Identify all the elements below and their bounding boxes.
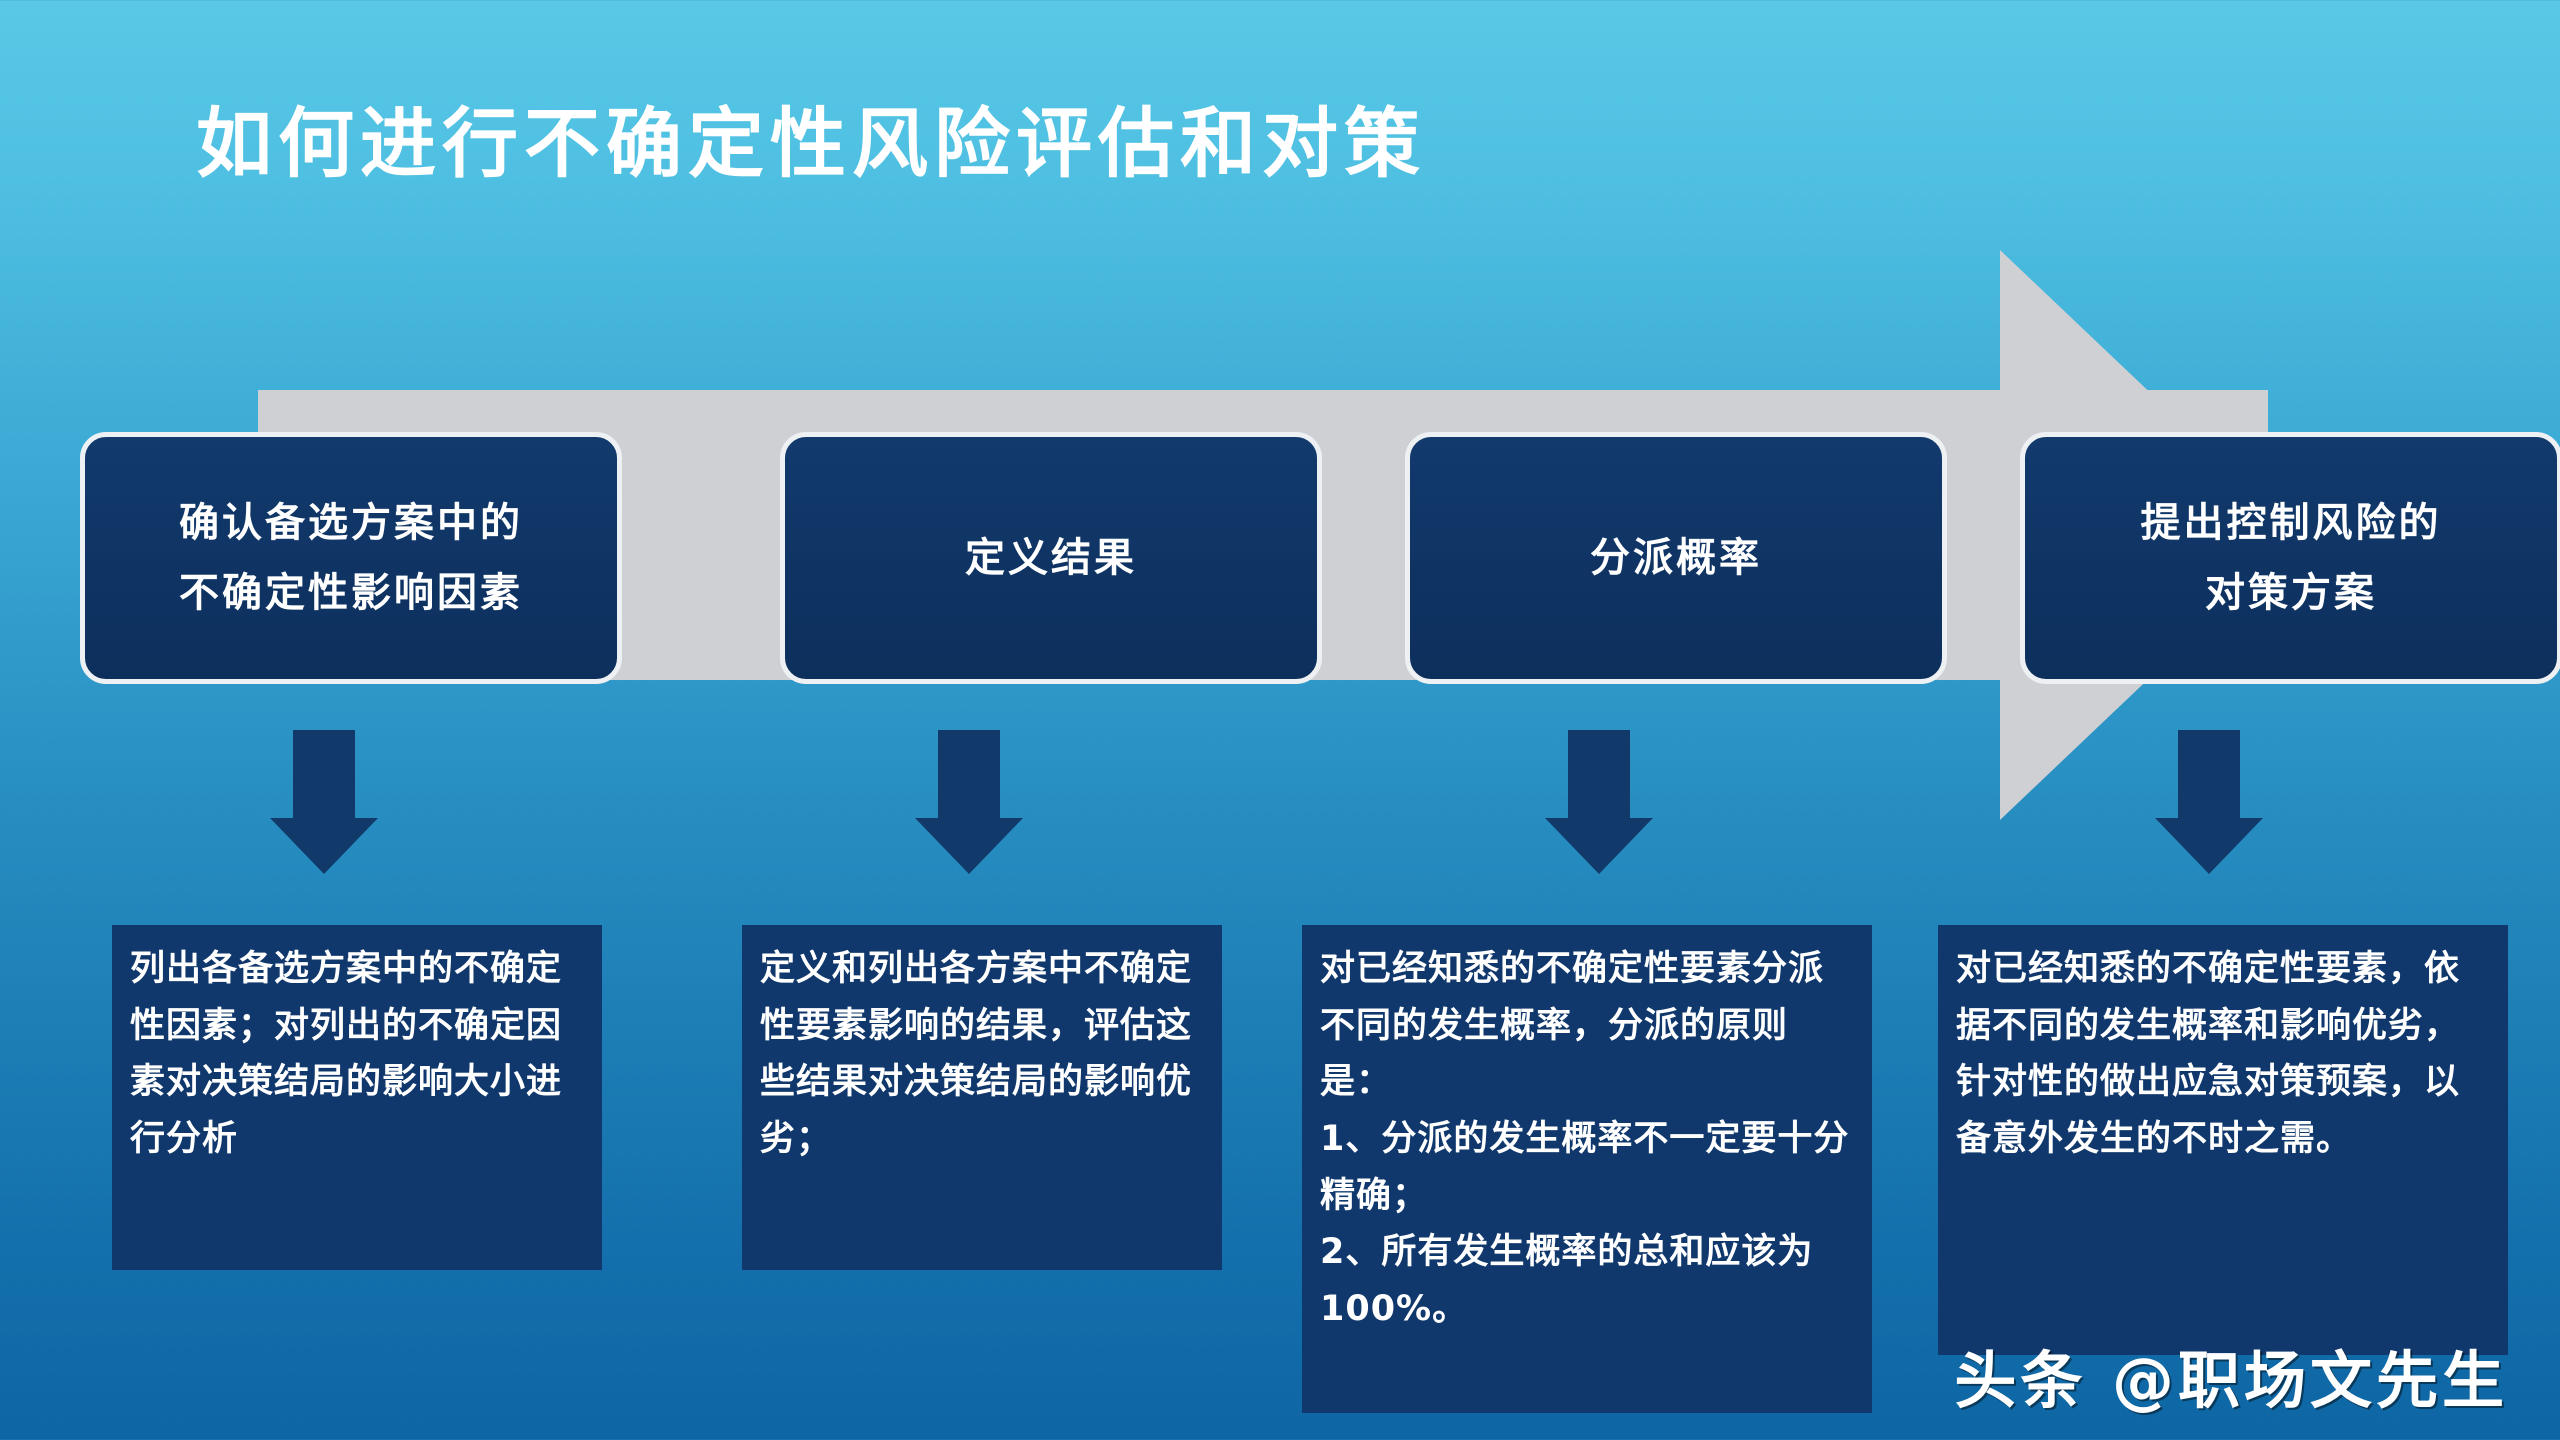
detail-text-3: 对已经知悉的不确定性要素分派不同的发生概率，分派的原则是： 1、分派的发生概率不… <box>1320 949 1850 1330</box>
down-arrow-4-shaft <box>2178 730 2240 818</box>
detail-text-2: 定义和列出各方案中不确定性要素影响的结果，评估这些结果对决策结局的影响优劣； <box>760 949 1193 1160</box>
detail-panel-1[interactable]: 列出各备选方案中的不确定性因素；对列出的不确定因素对决策结局的影响大小进行分析 <box>112 925 602 1270</box>
detail-panel-3[interactable]: 对已经知悉的不确定性要素分派不同的发生概率，分派的原则是： 1、分派的发生概率不… <box>1302 925 1872 1413</box>
watermark: 头条 @职场文先生 <box>1954 1344 2508 1417</box>
stage-box-1[interactable]: 确认备选方案中的 不确定性影响因素 <box>80 432 622 684</box>
detail-panel-4[interactable]: 对已经知悉的不确定性要素，依据不同的发生概率和影响优劣，针对性的做出应急对策预案… <box>1938 925 2508 1355</box>
stage-2-line-1: 定义结果 <box>965 535 1137 581</box>
stage-box-3[interactable]: 分派概率 <box>1405 432 1947 684</box>
down-arrow-2-head <box>915 818 1023 874</box>
down-arrow-2 <box>915 730 1023 874</box>
detail-panel-2[interactable]: 定义和列出各方案中不确定性要素影响的结果，评估这些结果对决策结局的影响优劣； <box>742 925 1222 1270</box>
stage-1-line-1: 确认备选方案中的 <box>179 500 523 546</box>
down-arrow-1-head <box>270 818 378 874</box>
down-arrow-3 <box>1545 730 1653 874</box>
stage-1-line-2: 不确定性影响因素 <box>179 570 523 616</box>
stage-3-line-1: 分派概率 <box>1590 535 1762 581</box>
down-arrow-2-shaft <box>938 730 1000 818</box>
detail-text-4: 对已经知悉的不确定性要素，依据不同的发生概率和影响优劣，针对性的做出应急对策预案… <box>1956 949 2461 1160</box>
stage-box-4[interactable]: 提出控制风险的 对策方案 <box>2020 432 2560 684</box>
stage-4-line-1: 提出控制风险的 <box>2140 500 2442 546</box>
down-arrow-4 <box>2155 730 2263 874</box>
stage-box-2[interactable]: 定义结果 <box>780 432 1322 684</box>
page-title: 如何进行不确定性风险评估和对策 <box>196 99 1426 188</box>
down-arrow-3-head <box>1545 818 1653 874</box>
stage-4-line-2: 对策方案 <box>2205 570 2377 616</box>
detail-text-1: 列出各备选方案中的不确定性因素；对列出的不确定因素对决策结局的影响大小进行分析 <box>130 949 563 1160</box>
down-arrow-3-shaft <box>1568 730 1630 818</box>
stage-box-row: 确认备选方案中的 不确定性影响因素 定义结果 分派概率 提出控制风险的 对策方案 <box>80 432 2560 684</box>
down-arrow-1-shaft <box>293 730 355 818</box>
down-arrow-1 <box>270 730 378 874</box>
down-arrow-4-head <box>2155 818 2263 874</box>
